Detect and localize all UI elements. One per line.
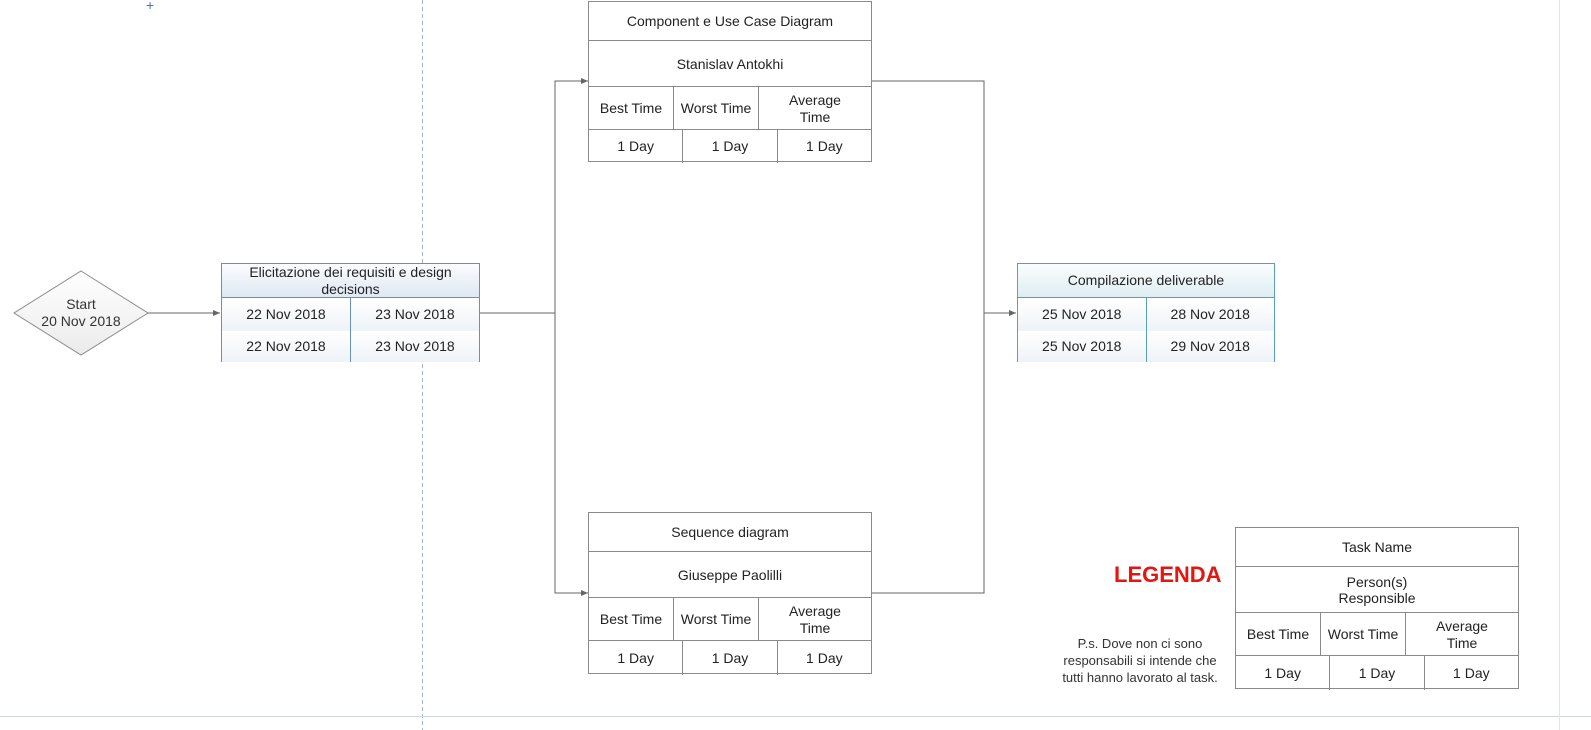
elicitation-to-component-connector — [480, 78, 588, 314]
legend-task-name-row: Task Name — [1236, 528, 1518, 566]
worst-time-header: Worst Time — [673, 87, 758, 130]
legend-note: P.s. Dove non ci sono responsabili si in… — [1062, 636, 1218, 685]
date-cell: 23 Nov 2018 — [350, 298, 479, 331]
task-component-title-row: Component e Use Case Diagram — [589, 2, 871, 40]
worst-time-header: Worst Time — [673, 598, 758, 641]
best-time-header: Best Time — [1246, 626, 1310, 643]
date-cell: 22 Nov 2018 — [246, 338, 326, 355]
task-deliverable-title: Compilazione deliverable — [1018, 264, 1274, 298]
task-elicitation-title: Elicitazione dei requisiti e design deci… — [222, 264, 479, 298]
task-component-value-row: 1 Day 1 Day 1 Day — [589, 129, 871, 163]
task-sequence-title-row: Sequence diagram — [589, 513, 871, 551]
best-time-header: Best Time — [599, 100, 663, 117]
average-time-header: Average Time — [758, 598, 871, 641]
average-time-value: 1 Day — [776, 130, 871, 163]
sequence-to-deliverable-connector — [872, 313, 985, 594]
worst-time-header: Worst Time — [1320, 613, 1405, 656]
legend-heading: LEGENDA — [1114, 562, 1222, 587]
start-label: Start — [66, 296, 96, 313]
task-elicitation-row-2: 22 Nov 2018 23 Nov 2018 — [222, 331, 479, 362]
average-time-header: Average Time — [1405, 613, 1518, 656]
date-cell: 25 Nov 2018 — [1042, 338, 1122, 355]
legend-header-row: Best Time Worst Time Average Time — [1236, 612, 1518, 656]
best-time-header: Best Time — [599, 611, 663, 628]
worst-time-value: 1 Day — [1329, 656, 1423, 690]
legend-table[interactable]: Task Name Person(s) Responsible Best Tim… — [1235, 527, 1519, 690]
task-component-title: Component e Use Case Diagram — [626, 12, 834, 29]
worst-time-value: 1 Day — [682, 130, 776, 163]
task-component-person-row: Stanislav Antokhi — [589, 40, 871, 87]
task-sequence-title: Sequence diagram — [671, 523, 789, 540]
start-diamond[interactable] — [13, 270, 149, 356]
legend-person: Person(s) Responsible — [1338, 573, 1416, 606]
crosshair-icon: + — [146, 0, 155, 13]
task-deliverable-row-1: 25 Nov 2018 28 Nov 2018 — [1018, 298, 1274, 332]
task-component-header-row: Best Time Worst Time Average Time — [589, 86, 871, 130]
task-component[interactable]: Component e Use Case Diagram Stanislav A… — [588, 1, 872, 163]
task-deliverable[interactable]: Compilazione deliverable 25 Nov 2018 28 … — [1017, 263, 1275, 362]
elicitation-to-sequence-connector — [554, 313, 588, 596]
date-cell: 22 Nov 2018 — [246, 306, 326, 323]
date-cell: 23 Nov 2018 — [350, 331, 479, 362]
task-sequence-person-row: Giuseppe Paolilli — [589, 551, 871, 598]
best-time-value: 1 Day — [617, 138, 654, 155]
worst-time-value: 1 Day — [682, 641, 776, 675]
task-elicitation-row-1: 22 Nov 2018 23 Nov 2018 — [222, 298, 479, 332]
legend-value-row: 1 Day 1 Day 1 Day — [1236, 655, 1518, 690]
task-sequence-header-row: Best Time Worst Time Average Time — [589, 597, 871, 641]
date-cell: 29 Nov 2018 — [1145, 331, 1275, 362]
task-deliverable-row-2: 25 Nov 2018 29 Nov 2018 — [1018, 331, 1274, 362]
task-sequence-person: Giuseppe Paolilli — [677, 566, 783, 583]
best-time-value: 1 Day — [617, 649, 654, 666]
average-time-header: Average Time — [758, 87, 871, 130]
task-component-person: Stanislav Antokhi — [676, 55, 784, 72]
start-milestone[interactable]: Start 20 Nov 2018 — [14, 270, 148, 356]
component-to-deliverable-connector — [872, 80, 1016, 316]
average-time-value: 1 Day — [1423, 656, 1518, 690]
task-elicitation[interactable]: Elicitazione dei requisiti e design deci… — [221, 263, 480, 362]
legend-task-name: Task Name — [1341, 538, 1413, 555]
best-time-value: 1 Day — [1264, 664, 1301, 681]
task-sequence[interactable]: Sequence diagram Giuseppe Paolilli Best … — [588, 512, 872, 675]
start-date: 20 Nov 2018 — [41, 313, 121, 329]
date-cell: 25 Nov 2018 — [1042, 306, 1122, 323]
date-cell: 28 Nov 2018 — [1145, 298, 1275, 331]
average-time-value: 1 Day — [776, 641, 871, 675]
task-sequence-value-row: 1 Day 1 Day 1 Day — [589, 640, 871, 675]
legend-person-row: Person(s) Responsible — [1236, 566, 1518, 613]
